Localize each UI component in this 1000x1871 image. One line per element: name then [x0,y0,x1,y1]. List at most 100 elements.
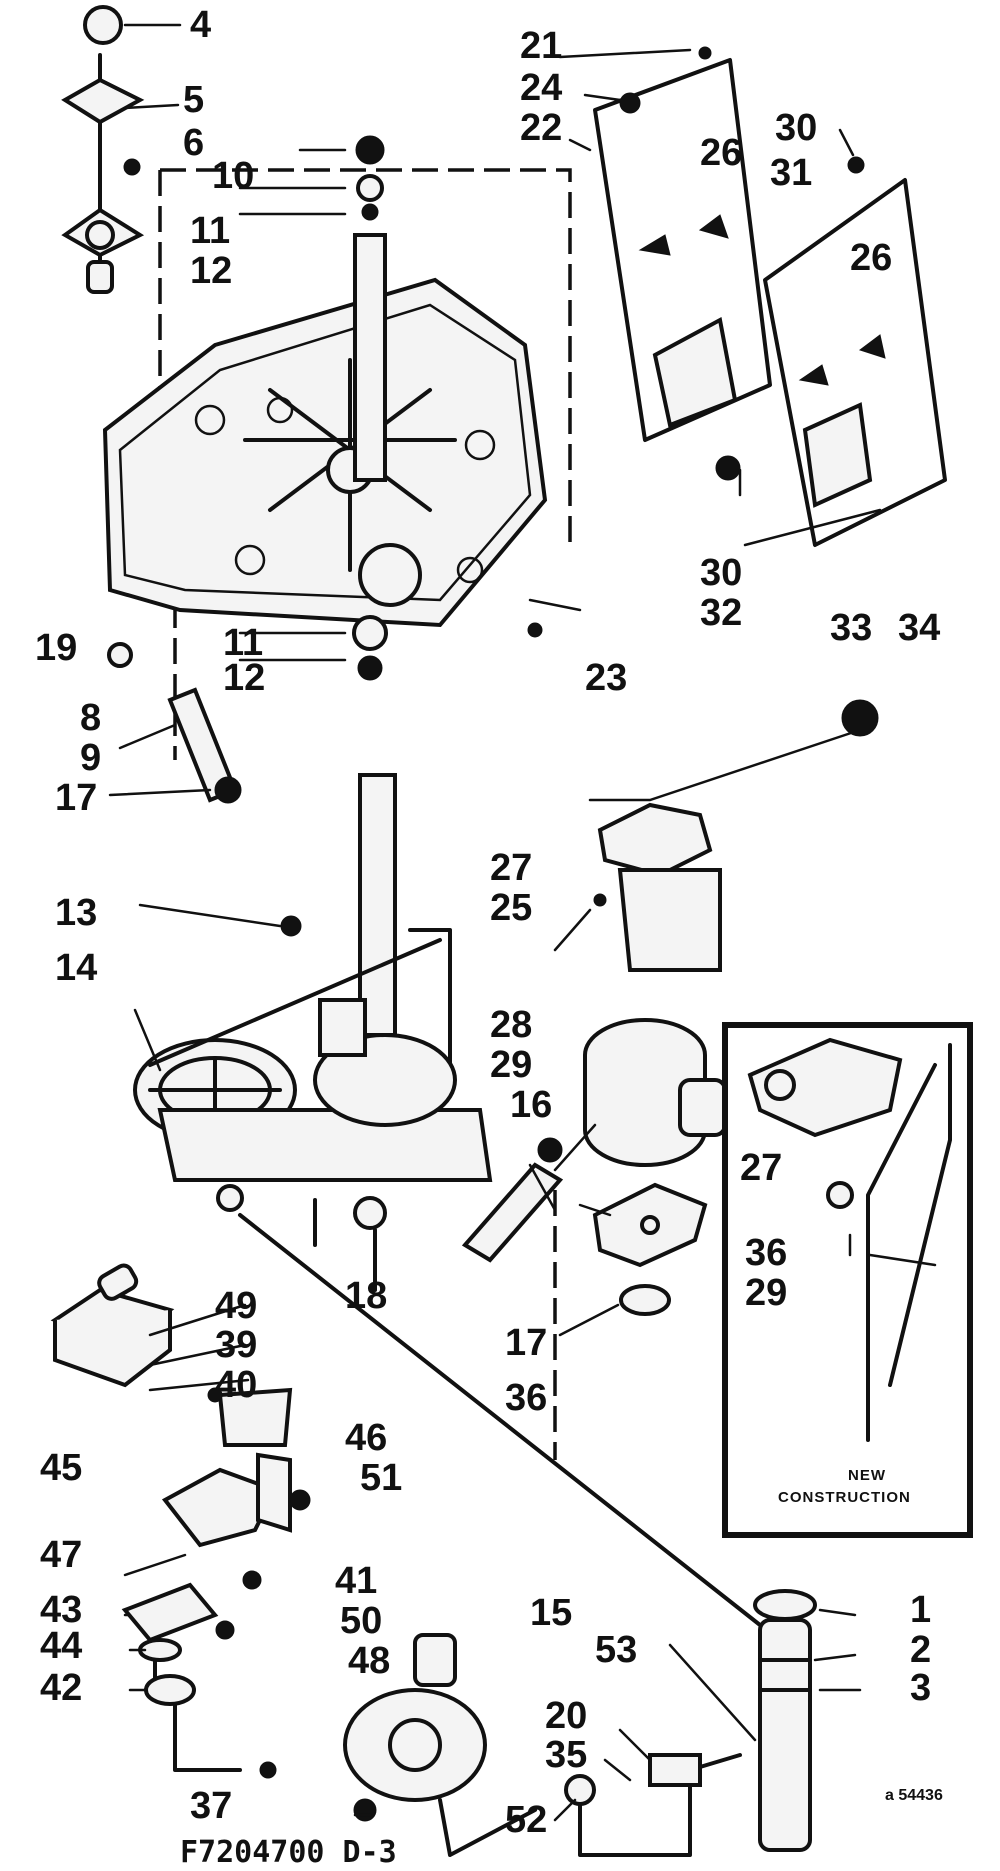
inset-bracket-hole [764,1069,796,1101]
panel-22 [593,58,772,442]
callout-33: 33 [830,607,872,649]
part-33-nut [841,699,879,737]
callout-51: 51 [360,1457,402,1499]
part-19-hole-2 [234,544,266,576]
inset-part-36-washer [826,1181,854,1209]
part-23-screw [527,622,543,638]
inset-leader-main [866,1063,937,1442]
callout-19: 19 [35,627,77,669]
callout-27: 27 [490,847,532,889]
part-14-block [318,998,367,1057]
new-construction-inset [722,1022,973,1538]
part-29-plate [592,1182,708,1268]
callout-26-top: 26 [700,132,742,174]
part-12-ring-top [361,203,379,221]
leader-lines-right [528,48,937,1822]
part-46-actuator [217,1387,293,1447]
callout-40: 40 [215,1364,257,1406]
part-14-frame [408,928,452,1092]
callout-12-lower: 12 [223,657,265,699]
inset-label-construction: CONSTRUCTION [778,1489,911,1506]
part-21-fastener [698,46,712,60]
part-15-pump-base [438,1798,537,1857]
part-11-washer-lower [352,615,388,651]
panel-31 [763,178,947,547]
callout-53: 53 [595,1629,637,1671]
part-28-motor-body [583,1055,707,1167]
callout-17-left: 17 [55,777,97,819]
callout-52: 52 [505,1799,547,1841]
callout-14: 14 [55,947,97,989]
part-10-nut [355,135,385,165]
part-14-belt-top [148,938,442,1067]
callout-labels: 4 5 6 10 11 12 19 11 12 8 9 17 13 14 18 … [35,4,943,1870]
callout-50: 50 [340,1600,382,1642]
part-35-fitting [648,1753,702,1787]
callout-8: 8 [80,697,101,739]
part-19-hole-3 [464,429,496,461]
callout-22: 22 [520,107,562,149]
callout-47: 47 [40,1534,82,1576]
part-5-end [86,260,114,294]
part-36-washer [619,1284,671,1316]
shaft-lower [358,773,397,1037]
part-37-screw [353,1798,377,1822]
part-50-screw [215,1620,235,1640]
part-52-clamp [564,1774,596,1806]
callout-49: 49 [215,1285,257,1327]
part-6-screw [123,158,141,176]
callout-11-lower: 11 [223,622,263,664]
inset-part-27-bracket [747,1037,903,1138]
part-42-fitting [144,1674,196,1706]
corner-code: a 54436 [885,1787,943,1804]
callout-35: 35 [545,1734,587,1776]
callout-26-right: 26 [850,237,892,279]
callout-15: 15 [530,1592,572,1634]
callout-48: 48 [348,1640,390,1682]
part-49-clip [97,1263,139,1301]
callout-28: 28 [490,1004,532,1046]
callout-18: 18 [345,1275,387,1317]
callout-5: 5 [183,79,204,121]
inset-leader-right [888,1043,952,1387]
callout-20: 20 [545,1695,587,1737]
part-30-fastener [715,455,741,481]
part-19-hole-1 [194,404,226,436]
callout-45: 45 [40,1447,82,1489]
part-15-pump-ring [388,1718,442,1772]
callout-21: 21 [520,25,562,67]
part-24-fastener [619,92,641,114]
part-25-screw [593,893,607,907]
part-19-hole-4 [266,396,294,424]
part-19-cover [102,277,548,628]
inset-label-new: NEW [848,1467,886,1484]
part-4-cap [83,5,123,45]
part-45-pin [207,1387,223,1403]
part-5-bracket [61,77,145,125]
part-26-clip-a [652,316,738,428]
part-14-base [157,1108,493,1182]
callout-24: 24 [520,67,562,109]
part-43-grommet [121,1582,219,1643]
part-30-fastener-upper [847,156,865,174]
part-3-tube [758,1618,812,1852]
part-27-housing [617,868,722,972]
part-26-tips-a [638,214,729,256]
callout-23: 23 [585,657,627,699]
callout-41: 41 [335,1560,377,1602]
part-27-cover [597,802,713,878]
callout-34: 34 [898,607,940,649]
callout-44: 44 [40,1625,82,1667]
part-47-side [256,1452,292,1533]
callout-30-lower: 30 [700,552,742,594]
callout-32: 32 [700,592,742,634]
leader-lines-left [108,23,372,1817]
part-14-foot-1 [216,1184,244,1212]
shaft-upper [353,233,387,482]
part-26-clip-b [802,402,873,508]
callout-6: 6 [183,122,204,164]
callout-16: 16 [510,1084,552,1126]
part-2-bands [758,1658,812,1692]
callout-36: 36 [505,1377,547,1419]
